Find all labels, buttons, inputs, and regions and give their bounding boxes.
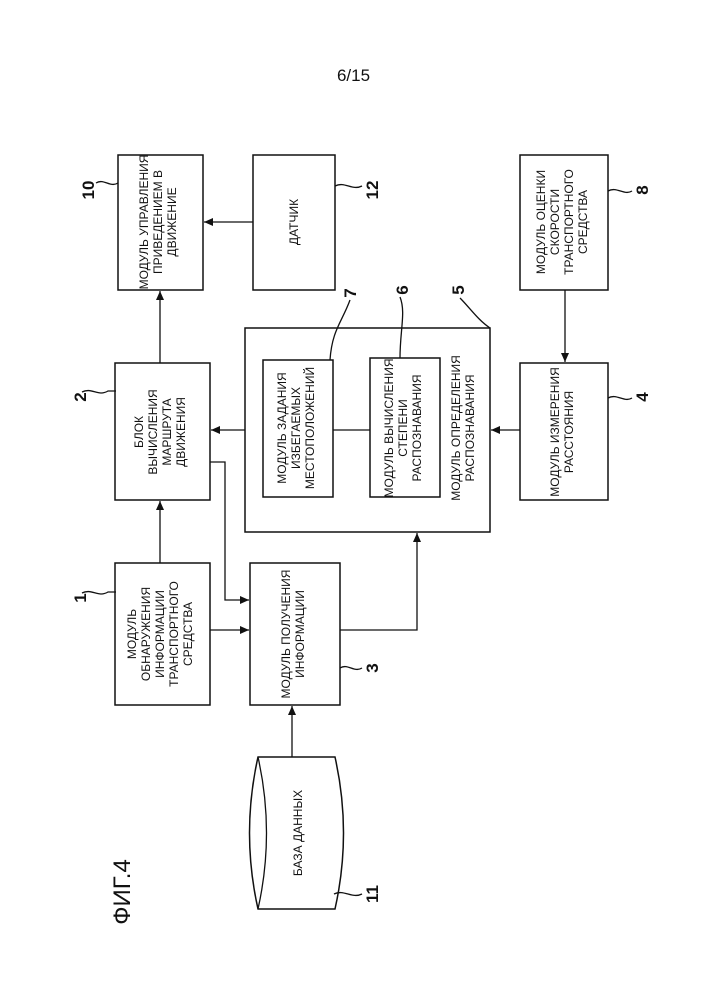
svg-text:МОДУЛЬ ОЦЕНКИ: МОДУЛЬ ОЦЕНКИ bbox=[534, 170, 548, 274]
svg-text:СРЕДСТВА: СРЕДСТВА bbox=[181, 602, 195, 666]
svg-text:МОДУЛЬ ВЫЧИСЛЕНИЯ: МОДУЛЬ ВЫЧИСЛЕНИЯ bbox=[382, 359, 396, 498]
svg-text:ФИГ.4: ФИГ.4 bbox=[109, 859, 136, 925]
svg-text:СТЕПЕНИ: СТЕПЕНИ bbox=[396, 399, 410, 457]
svg-text:МОДУЛЬ ЗАДАНИЯ: МОДУЛЬ ЗАДАНИЯ bbox=[275, 372, 289, 483]
svg-text:ТРАНСПОРТНОГО: ТРАНСПОРТНОГО bbox=[167, 581, 181, 687]
svg-text:ВЫЧИСЛЕНИЯ: ВЫЧИСЛЕНИЯ bbox=[146, 389, 160, 474]
svg-text:ОБНАРУЖЕНИЯ: ОБНАРУЖЕНИЯ bbox=[139, 587, 153, 681]
ref-1: 1 bbox=[71, 593, 90, 602]
svg-text:4: 4 bbox=[633, 392, 652, 402]
block-5-label: МОДУЛЬ ОПРЕДЕЛЕНИЯ РАСПОЗНАВАНИЯ bbox=[449, 355, 477, 501]
svg-text:РАСПОЗНАВАНИЯ: РАСПОЗНАВАНИЯ bbox=[410, 374, 424, 481]
svg-text:ИЗБЕГАЕМЫХ: ИЗБЕГАЕМЫХ bbox=[289, 387, 303, 469]
svg-text:2: 2 bbox=[71, 392, 90, 401]
svg-text:МОДУЛЬ ИЗМЕРЕНИЯ: МОДУЛЬ ИЗМЕРЕНИЯ bbox=[548, 367, 562, 496]
svg-text:РАССТОЯНИЯ: РАССТОЯНИЯ bbox=[562, 391, 576, 473]
svg-text:МЕСТОПОЛОЖЕНИЙ: МЕСТОПОЛОЖЕНИЙ bbox=[302, 367, 317, 489]
ref-11: 11 bbox=[363, 885, 382, 903]
block-11-label: БАЗА ДАННЫХ bbox=[291, 790, 305, 876]
ref-4: 4 bbox=[633, 392, 652, 402]
svg-text:СРЕДСТВА: СРЕДСТВА bbox=[576, 190, 590, 254]
svg-text:ТРАНСПОРТНОГО: ТРАНСПОРТНОГО bbox=[562, 169, 576, 275]
ref-10: 10 bbox=[79, 181, 98, 200]
svg-text:МОДУЛЬ УПРАВЛЕНИЯ: МОДУЛЬ УПРАВЛЕНИЯ bbox=[137, 155, 151, 290]
ref-3: 3 bbox=[363, 663, 382, 672]
svg-text:8: 8 bbox=[633, 185, 652, 194]
svg-text:6: 6 bbox=[393, 285, 412, 294]
svg-text:12: 12 bbox=[363, 181, 382, 200]
svg-text:ДВИЖЕНИЕ: ДВИЖЕНИЕ bbox=[165, 187, 179, 256]
svg-text:СКОРОСТИ: СКОРОСТИ bbox=[548, 189, 562, 255]
svg-text:МОДУЛЬ: МОДУЛЬ bbox=[125, 609, 139, 659]
ref-2: 2 bbox=[71, 392, 90, 401]
svg-text:3: 3 bbox=[363, 663, 382, 672]
svg-text:11: 11 bbox=[363, 885, 382, 903]
svg-text:МОДУЛЬ ОПРЕДЕЛЕНИЯ: МОДУЛЬ ОПРЕДЕЛЕНИЯ bbox=[449, 355, 463, 501]
svg-text:7: 7 bbox=[341, 288, 360, 297]
svg-text:РАСПОЗНАВАНИЯ: РАСПОЗНАВАНИЯ bbox=[463, 374, 477, 481]
ref-5: 5 bbox=[449, 285, 468, 294]
svg-text:10: 10 bbox=[79, 181, 98, 200]
ref-12: 12 bbox=[363, 181, 382, 200]
svg-text:МАРШРУТА: МАРШРУТА bbox=[160, 398, 174, 465]
figure-label: ФИГ.4 bbox=[109, 859, 136, 925]
ref-8: 8 bbox=[633, 185, 652, 194]
svg-text:5: 5 bbox=[449, 285, 468, 294]
svg-text:МОДУЛЬ ПОЛУЧЕНИЯ: МОДУЛЬ ПОЛУЧЕНИЯ bbox=[279, 570, 293, 699]
svg-text:БАЗА ДАННЫХ: БАЗА ДАННЫХ bbox=[291, 790, 305, 876]
svg-text:БЛОК: БЛОК bbox=[132, 416, 146, 448]
ref-7: 7 bbox=[341, 288, 360, 297]
svg-text:ИНФОРМАЦИИ: ИНФОРМАЦИИ bbox=[153, 590, 167, 678]
ref-6: 6 bbox=[393, 285, 412, 294]
svg-text:ПРИВЕДЕНИЕМ В: ПРИВЕДЕНИЕМ В bbox=[151, 170, 165, 274]
svg-text:1: 1 bbox=[71, 593, 90, 602]
block-12-label: ДАТЧИК bbox=[287, 199, 301, 245]
svg-text:ДВИЖЕНИЯ: ДВИЖЕНИЯ bbox=[174, 397, 188, 467]
svg-text:ИНФОРМАЦИИ: ИНФОРМАЦИИ bbox=[293, 590, 307, 678]
svg-text:ДАТЧИК: ДАТЧИК bbox=[287, 199, 301, 245]
